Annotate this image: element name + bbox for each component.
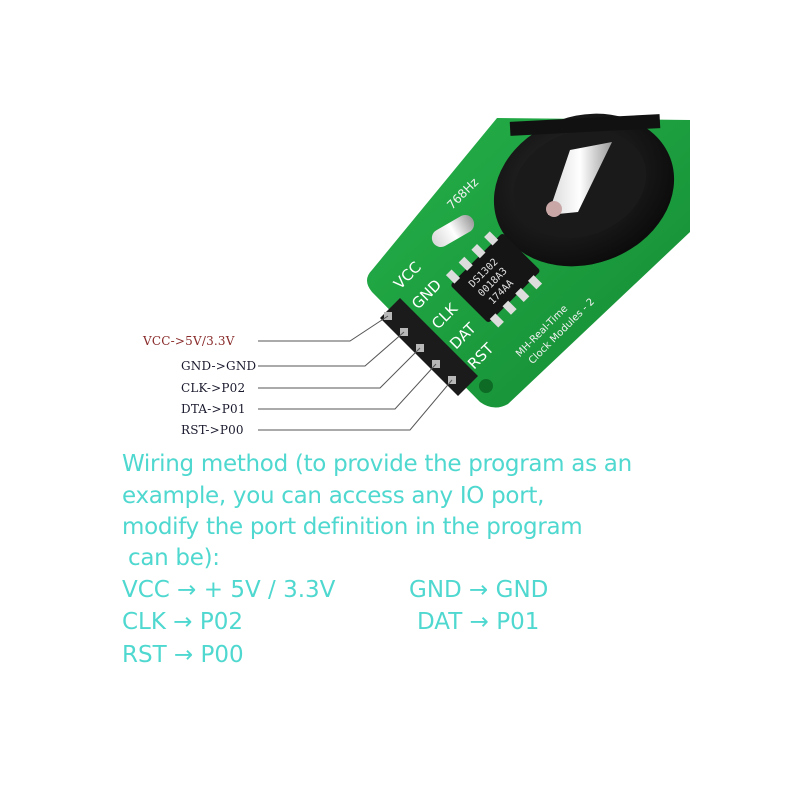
description-line-4: can be): [128,545,220,571]
crystal-oscillator [431,214,475,247]
mapping-rst: RST → P00 [122,642,244,668]
mapping-gnd: GND → GND [409,577,549,603]
mapping-dat: DAT → P01 [417,609,540,635]
pin-label-rst: RST->P00 [181,423,244,437]
pin-label-vcc: VCC->5V/3.3V [143,334,235,348]
description-line-1: Wiring method (to provide the program as… [122,451,632,477]
pin-label-gnd: GND->GND [181,359,257,373]
mapping-clk: CLK → P02 [122,609,243,635]
battery-clip [548,142,612,215]
pin-label-clk: CLK->P02 [181,381,246,395]
leader-lines [258,315,453,431]
description-line-3: modify the port definition in the progra… [122,514,583,540]
battery-holder [493,113,675,267]
pin-label-dta: DTA->P01 [181,402,246,416]
description-line-2: example, you can access any IO port, [122,483,545,509]
ds1302-chip: DS1302 0018A3 174AA [445,231,543,328]
mapping-vcc: VCC → + 5V / 3.3V [122,577,336,603]
